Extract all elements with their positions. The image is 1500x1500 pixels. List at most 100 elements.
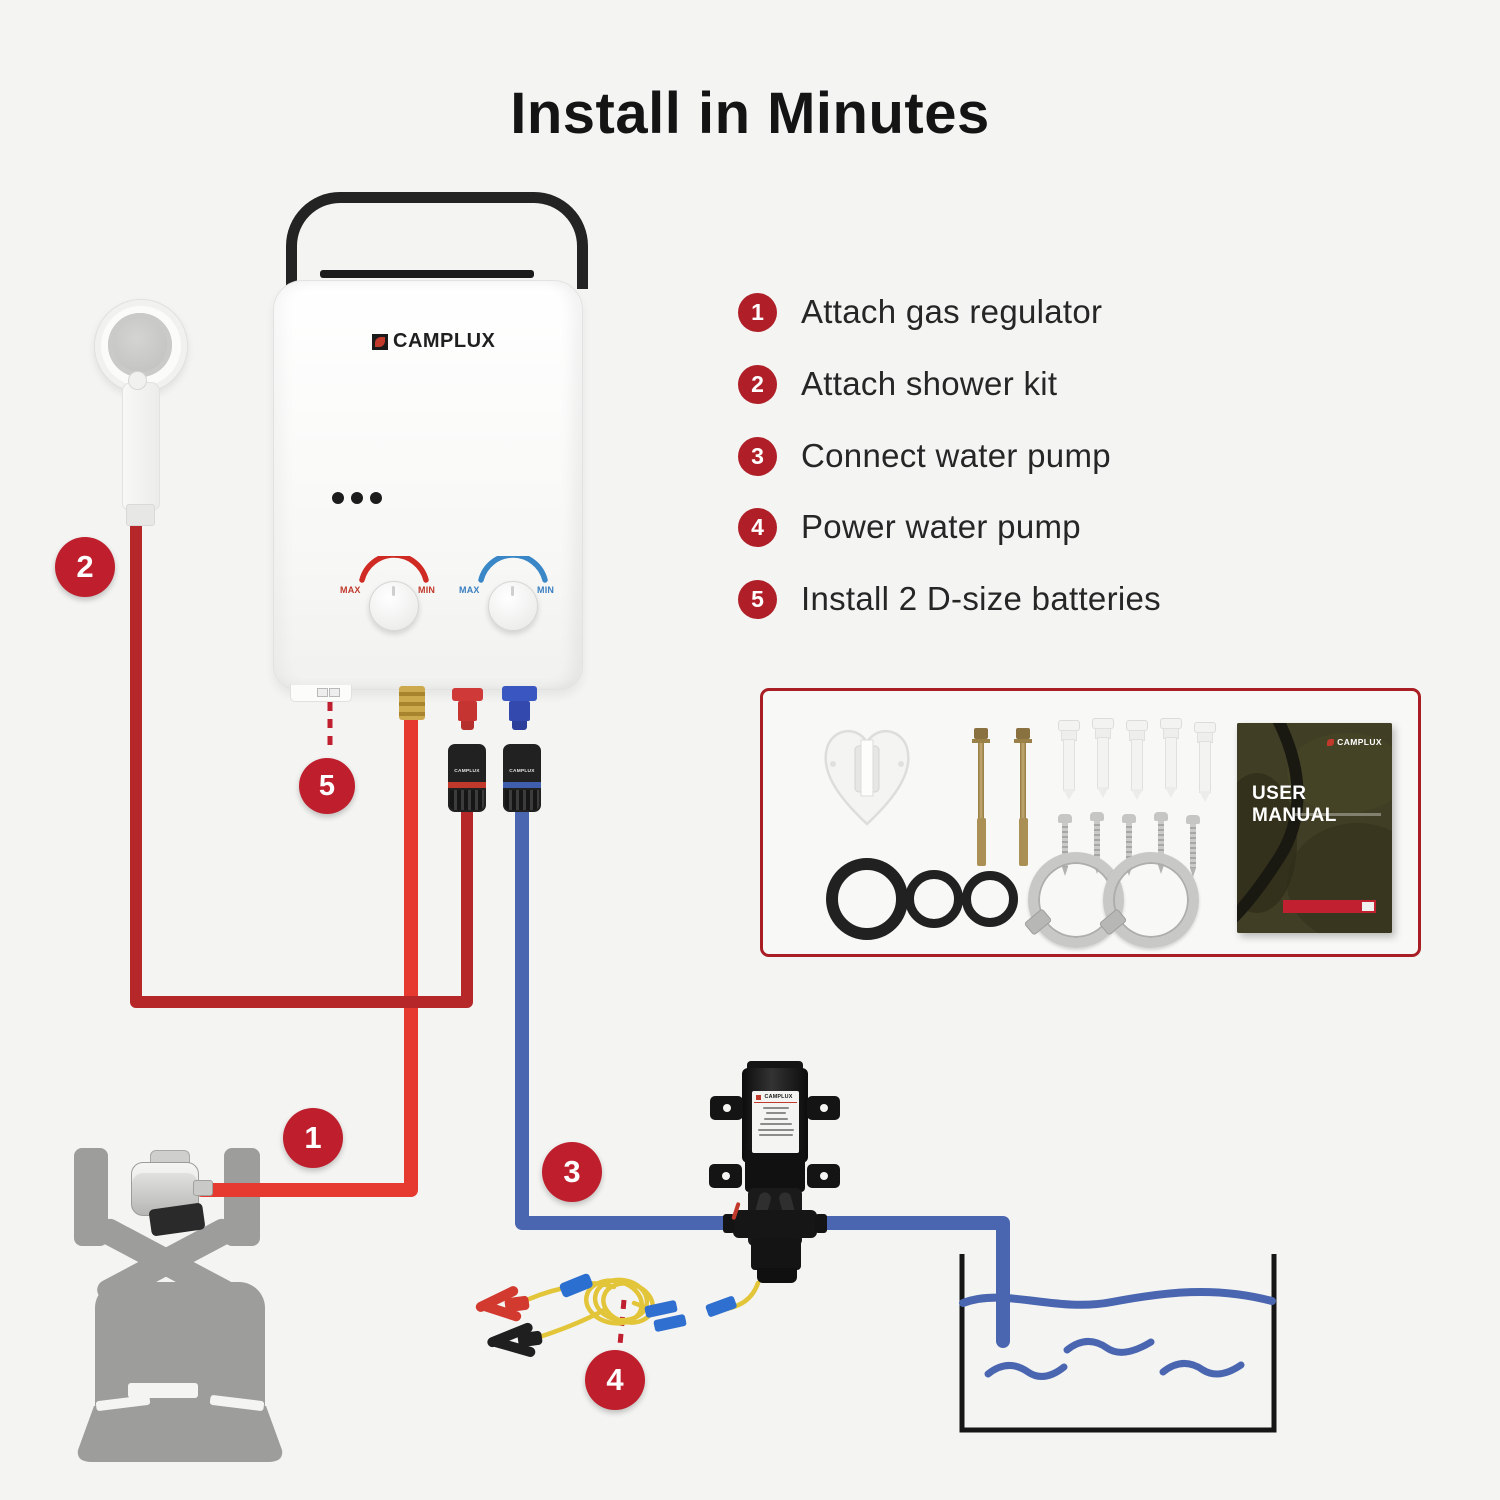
step-item-4: 4 Power water pump	[738, 504, 1081, 550]
page-title: Install in Minutes	[510, 81, 990, 146]
coupler-grip	[505, 790, 539, 810]
pump-brand-row: CAMPLUX	[754, 1094, 797, 1100]
callout-5-batteries: 5	[299, 758, 355, 814]
wall-anchor	[1126, 720, 1148, 800]
pump-port-collar	[733, 1210, 817, 1238]
step-label-1: Attach gas regulator	[801, 293, 1103, 330]
step-item-1: 1 Attach gas regulator	[738, 289, 1102, 335]
pump-bottom-outlet	[757, 1268, 797, 1283]
battery-compartment	[290, 685, 352, 702]
black-battery-clip	[487, 1322, 543, 1357]
heater-logo: CAMPLUX	[372, 330, 495, 353]
manual-brand-text: CAMPLUX	[1337, 737, 1382, 747]
pump-top-cap	[747, 1061, 803, 1071]
manual-cover-art	[1237, 723, 1392, 933]
step-bullet-1: 1	[738, 292, 777, 332]
pump-mount-tab	[807, 1096, 840, 1120]
wall-anchor	[1160, 718, 1182, 798]
pump-brand-text: CAMPLUX	[765, 1094, 793, 1100]
callout-3-water-pump: 3	[542, 1142, 602, 1202]
red-band	[448, 782, 486, 788]
regulator-outlet	[193, 1180, 213, 1196]
wall-anchor	[1058, 720, 1080, 800]
callout-4-power-pump: 4	[585, 1350, 645, 1410]
wire-connector	[644, 1300, 678, 1318]
water-container-outline	[959, 1254, 1277, 1433]
water-ripples	[984, 1338, 1245, 1380]
shower-head-spray-plate	[108, 313, 172, 377]
inline-fuse-and-connectors	[559, 1273, 737, 1332]
hose-clamp	[1098, 852, 1199, 948]
gas-control-knob[interactable]	[369, 581, 419, 631]
user-manual: CAMPLUX USER MANUAL	[1237, 723, 1392, 933]
o-ring-small	[962, 871, 1018, 927]
anchor-bolt	[972, 728, 990, 870]
step-label-2: Attach shower kit	[801, 365, 1058, 402]
coupler-brand-text: CAMPLUX	[454, 768, 480, 774]
battery-icon	[317, 688, 328, 697]
wire-connector	[653, 1314, 687, 1332]
pilot-indicator-dot	[351, 492, 363, 504]
step-item-3: 3 Connect water pump	[738, 433, 1111, 479]
anchor-bolt	[1014, 728, 1032, 870]
cold-hose-coupler: CAMPLUX	[503, 744, 541, 812]
pump-lower-body	[751, 1238, 801, 1270]
pump-mid-housing	[745, 1150, 805, 1192]
manual-subtitle-line	[1295, 813, 1381, 816]
callout-2-shower-kit: 2	[55, 537, 115, 597]
o-ring-small	[905, 870, 963, 928]
step-bullet-4: 4	[738, 507, 777, 547]
pump-mount-tab	[710, 1096, 743, 1120]
heater-brand-text: CAMPLUX	[393, 330, 496, 352]
gas-knob-max-label: MAX	[340, 585, 361, 595]
step-bullet-5: 5	[738, 579, 777, 619]
heater-carry-handle	[286, 192, 588, 289]
manual-title: USER MANUAL	[1252, 783, 1337, 826]
pump-mount-tab	[807, 1164, 840, 1188]
fuse-holder	[559, 1273, 593, 1298]
water-knob-arc	[478, 556, 548, 583]
water-knob-max-label: MAX	[459, 585, 480, 595]
manual-red-stripe	[1283, 900, 1376, 913]
shower-hose-neck	[126, 504, 155, 526]
red-battery-clip	[475, 1286, 530, 1322]
hot-hose-coupler: CAMPLUX	[448, 744, 486, 812]
wall-anchor	[1194, 722, 1216, 802]
camplux-logo-icon	[372, 333, 388, 350]
shower-handle	[122, 382, 160, 510]
wire-connector	[705, 1296, 737, 1317]
water-control-knob[interactable]	[488, 581, 538, 631]
camplux-logo-icon	[756, 1094, 762, 1100]
coupler-grip	[450, 790, 484, 810]
camplux-logo-icon	[1327, 738, 1335, 746]
step-label-5: Install 2 D-size batteries	[801, 580, 1161, 617]
step-item-5: 5 Install 2 D-size batteries	[738, 576, 1161, 622]
gas-knob-min-label: MIN	[418, 585, 436, 595]
callout-1-gas-regulator: 1	[283, 1108, 343, 1168]
shower-button[interactable]	[128, 371, 147, 390]
step-label-3: Connect water pump	[801, 437, 1111, 474]
heater-top-vent	[320, 270, 534, 278]
o-ring-large	[826, 858, 908, 940]
propane-tank-silhouette	[74, 1148, 283, 1462]
pump-mount-tab	[709, 1164, 742, 1188]
pilot-indicator-dot	[332, 492, 344, 504]
pump-outlet-port	[815, 1214, 827, 1233]
wall-anchor	[1092, 718, 1114, 798]
pump-spec-label: CAMPLUX	[752, 1091, 799, 1153]
step-label-4: Power water pump	[801, 508, 1081, 545]
pilot-indicator-dot	[370, 492, 382, 504]
water-knob-min-label: MIN	[537, 585, 555, 595]
step-bullet-2: 2	[738, 364, 777, 404]
coupler-brand-text: CAMPLUX	[509, 768, 535, 774]
step-bullet-3: 3	[738, 436, 777, 476]
shower-bracket	[824, 729, 910, 826]
step-item-2: 2 Attach shower kit	[738, 361, 1057, 407]
gas-knob-arc	[359, 556, 429, 583]
blue-band	[503, 782, 541, 788]
shower-hose	[130, 510, 473, 1008]
gas-inlet-fitting	[399, 686, 425, 720]
mounting-screw	[1186, 815, 1200, 877]
